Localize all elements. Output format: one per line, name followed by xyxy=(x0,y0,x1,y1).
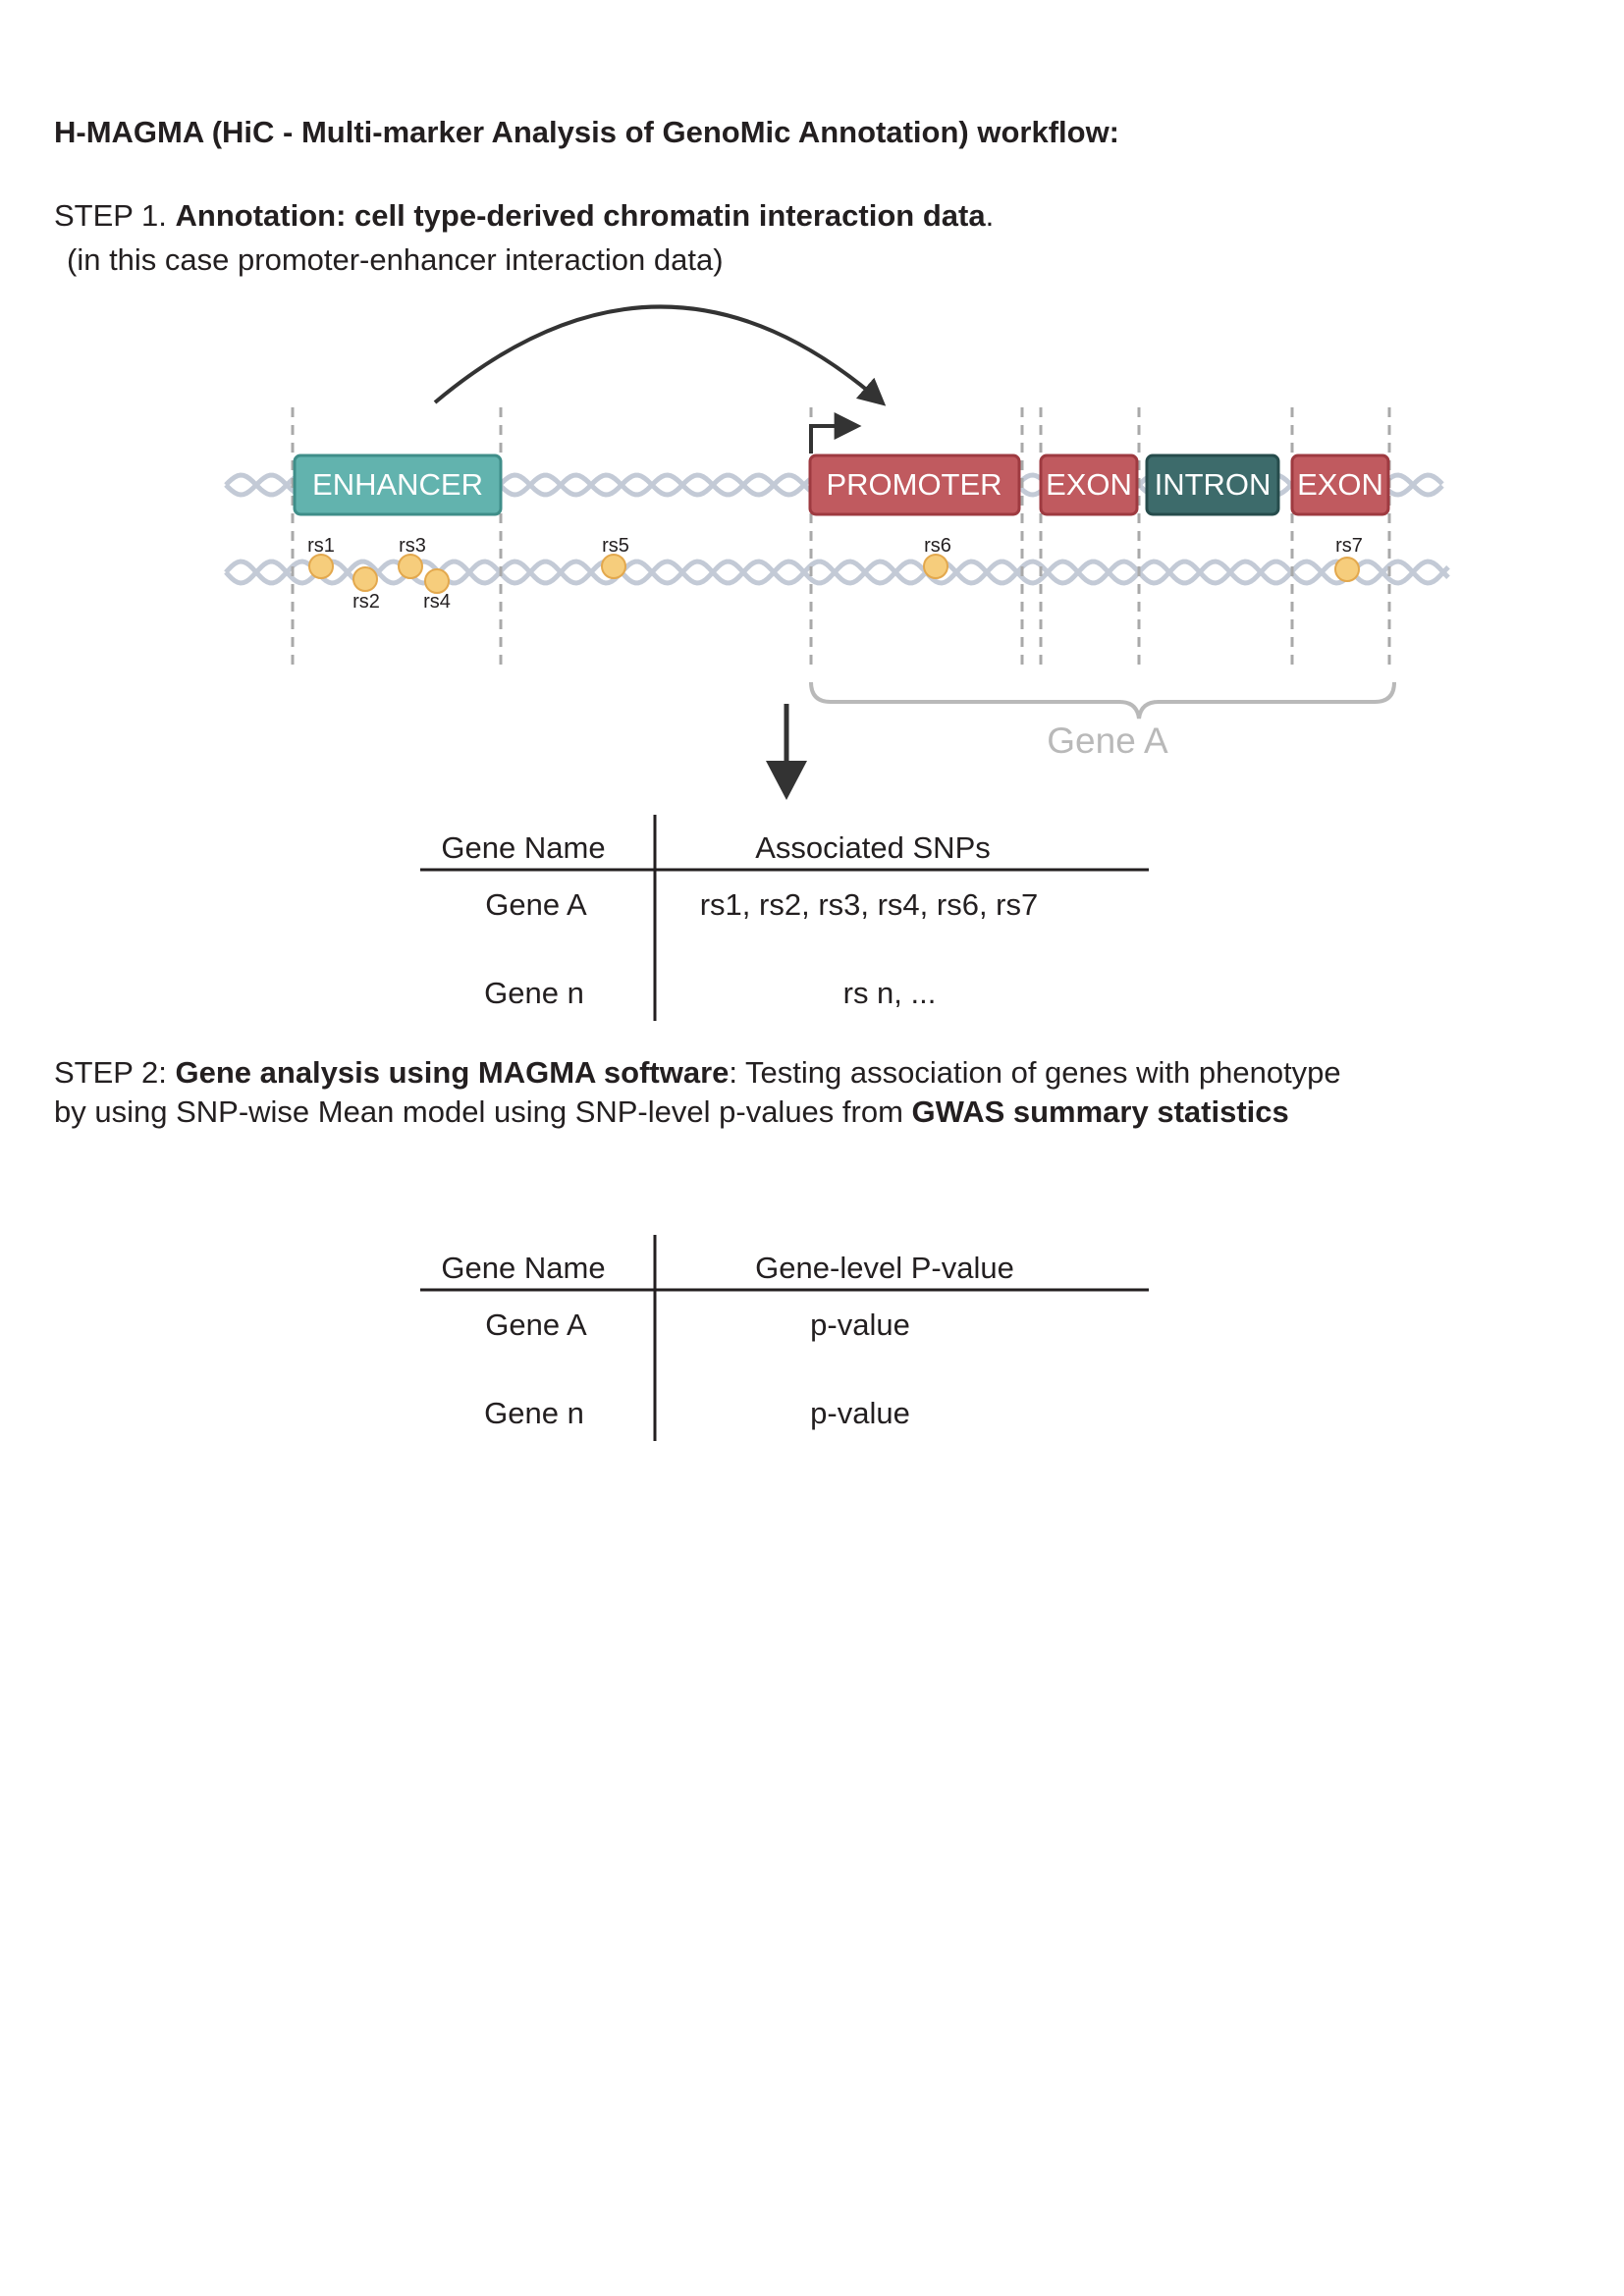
table2-header-gene-pvalue: Gene-level P-value xyxy=(755,1251,1014,1285)
gene-brace xyxy=(809,681,1396,720)
exon1-region: EXON xyxy=(1039,454,1139,516)
table2-row2-pvalue: p-value xyxy=(810,1396,910,1430)
snp-rs6 xyxy=(923,554,948,579)
step1-bold: Annotation: cell type-derived chromatin … xyxy=(175,198,986,233)
table-associated-snps: Gene Name Associated SNPs Gene A rs1, rs… xyxy=(420,815,1149,1021)
table1-row1-gene: Gene A xyxy=(485,887,587,922)
step2-description: : Testing association of genes with phen… xyxy=(54,1055,1341,1129)
snp-label-rs4: rs4 xyxy=(423,591,451,613)
snp-label-rs5: rs5 xyxy=(602,535,629,557)
step2-prefix: STEP 2: xyxy=(54,1055,176,1090)
table1-row1-snps: rs1, rs2, rs3, rs4, rs6, rs7 xyxy=(700,887,1039,922)
enhancer-label: ENHANCER xyxy=(312,467,483,502)
table1-row2-snps: rs n, ... xyxy=(843,976,937,1010)
table2-header-gene-name: Gene Name xyxy=(441,1251,605,1285)
table-gene-pvalues: Gene Name Gene-level P-value Gene A p-va… xyxy=(420,1235,1149,1441)
intron-region: INTRON xyxy=(1145,454,1280,516)
enhancer-region: ENHANCER xyxy=(293,454,503,516)
promoter-region: PROMOTER xyxy=(808,454,1021,516)
table1-header-gene-name: Gene Name xyxy=(441,830,605,865)
exon1-label: EXON xyxy=(1046,467,1132,502)
snp-label-rs1: rs1 xyxy=(307,535,335,557)
step1-suffix: . xyxy=(985,198,995,233)
page-title: H-MAGMA (HiC - Multi-marker Analysis of … xyxy=(54,115,1119,149)
down-arrow-head xyxy=(766,761,807,800)
promoter-label: PROMOTER xyxy=(826,467,1001,502)
table2-row1-pvalue: p-value xyxy=(810,1308,910,1342)
snp-label-rs6: rs6 xyxy=(924,535,951,557)
step2-bold-gwas: GWAS summary statistics xyxy=(911,1095,1289,1129)
intron-label: INTRON xyxy=(1155,467,1272,502)
snp-rs4 xyxy=(424,568,450,594)
tss-arrow xyxy=(809,412,862,454)
step2-bold-magma: Gene analysis using MAGMA software xyxy=(175,1055,730,1090)
snp-rs1 xyxy=(308,554,334,579)
step2-paragraph: STEP 2: Gene analysis using MAGMA softwa… xyxy=(54,1053,1380,1132)
region-boundaries xyxy=(291,407,1391,667)
table1-header-associated-snps: Associated SNPs xyxy=(755,830,991,865)
snp-label-rs3: rs3 xyxy=(399,535,426,557)
snp-label-rs7: rs7 xyxy=(1335,535,1363,557)
dna-backbone xyxy=(224,559,1450,586)
snp-rs5 xyxy=(601,554,626,579)
table1-row2-gene: Gene n xyxy=(484,976,584,1010)
table2-row2-gene: Gene n xyxy=(484,1396,584,1430)
step1-prefix: STEP 1. xyxy=(54,198,176,233)
snp-rs7 xyxy=(1334,557,1360,582)
exon2-region: EXON xyxy=(1290,454,1390,516)
step1-subtitle: (in this case promoter-enhancer interact… xyxy=(67,242,724,277)
table2-row1-gene: Gene A xyxy=(485,1308,587,1342)
step1-heading: STEP 1. Annotation: cell type-derived ch… xyxy=(54,197,994,235)
snp-rs2 xyxy=(352,566,378,592)
snp-label-rs2: rs2 xyxy=(352,591,380,613)
snp-markers: rs1 rs2 rs3 rs4 rs5 rs6 rs7 xyxy=(307,535,1363,613)
snp-rs3 xyxy=(398,554,423,579)
interaction-arc-arrow xyxy=(433,304,887,406)
gene-a-label: Gene A xyxy=(1047,721,1168,761)
exon2-label: EXON xyxy=(1297,467,1383,502)
